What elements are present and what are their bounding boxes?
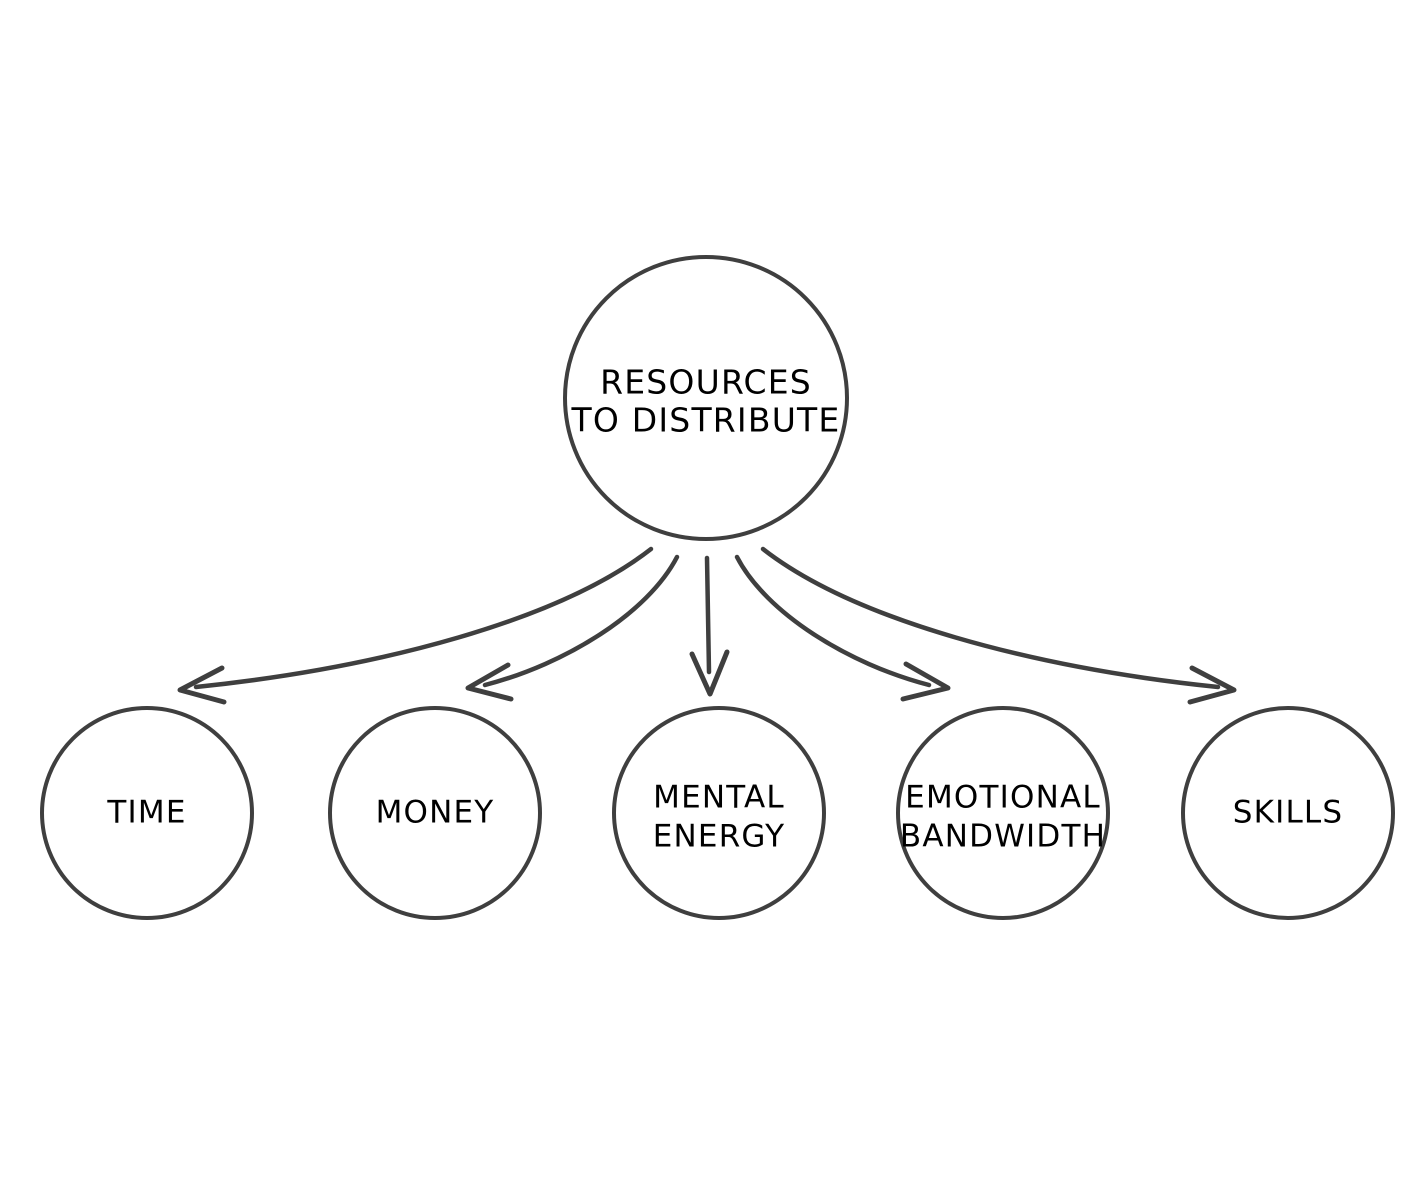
node-mental-energy-label-line2: ENERGY — [653, 819, 786, 855]
node-skills-label: SKILLS — [1233, 795, 1344, 831]
edge-root-to-skills[interactable] — [760, 546, 1237, 705]
edge-root-to-emotional-bandwidth-arrowhead — [900, 661, 951, 702]
edge-root-to-mental-energy-line — [704, 555, 712, 675]
edge-root-to-emotional-bandwidth-line — [734, 554, 932, 688]
node-money-label: MONEY — [376, 795, 495, 831]
node-emotional-bandwidth-label-line2: BANDWIDTH — [900, 819, 1106, 855]
child-nodes-layer: TIME MONEY MENTAL ENERGY EMOTIONAL BANDW… — [40, 706, 1395, 920]
edge-root-to-mental-energy[interactable] — [689, 555, 730, 697]
edge-root-to-mental-energy-arrowhead — [689, 649, 730, 697]
node-time-circle — [40, 706, 254, 920]
node-mental-energy-label-line1: MENTAL — [653, 780, 785, 816]
node-skills-circle — [1181, 706, 1395, 920]
edges-layer — [177, 546, 1237, 705]
edge-root-to-skills-line — [760, 546, 1221, 690]
node-emotional-bandwidth[interactable]: EMOTIONAL BANDWIDTH — [896, 706, 1110, 920]
node-resources-to-distribute-label-line2: TO DISTRIBUTE — [571, 401, 841, 440]
edge-root-to-time-line — [193, 546, 654, 690]
edge-root-to-skills-arrowhead — [1187, 665, 1237, 705]
node-time-label: TIME — [106, 795, 186, 831]
node-skills[interactable]: SKILLS — [1181, 706, 1395, 920]
edge-root-to-money-arrowhead — [465, 662, 514, 702]
node-emotional-bandwidth-label-line1: EMOTIONAL — [905, 780, 1101, 816]
node-emotional-bandwidth-circle — [896, 706, 1110, 920]
node-money[interactable]: MONEY — [328, 706, 542, 920]
node-mental-energy[interactable]: MENTAL ENERGY — [612, 706, 826, 920]
edge-root-to-money-line — [482, 554, 680, 688]
node-mental-energy-circle — [612, 706, 826, 920]
node-time[interactable]: TIME — [40, 706, 254, 920]
node-money-circle — [328, 706, 542, 920]
edge-root-to-time[interactable] — [177, 546, 654, 705]
edge-root-to-emotional-bandwidth[interactable] — [734, 554, 951, 702]
node-resources-to-distribute[interactable]: RESOURCES TO DISTRIBUTE — [563, 255, 849, 541]
edge-root-to-time-arrowhead — [177, 665, 227, 705]
edge-root-to-money[interactable] — [465, 554, 680, 702]
node-resources-to-distribute-label-line1: RESOURCES — [600, 363, 812, 402]
node-resources-to-distribute-circle — [563, 255, 849, 541]
